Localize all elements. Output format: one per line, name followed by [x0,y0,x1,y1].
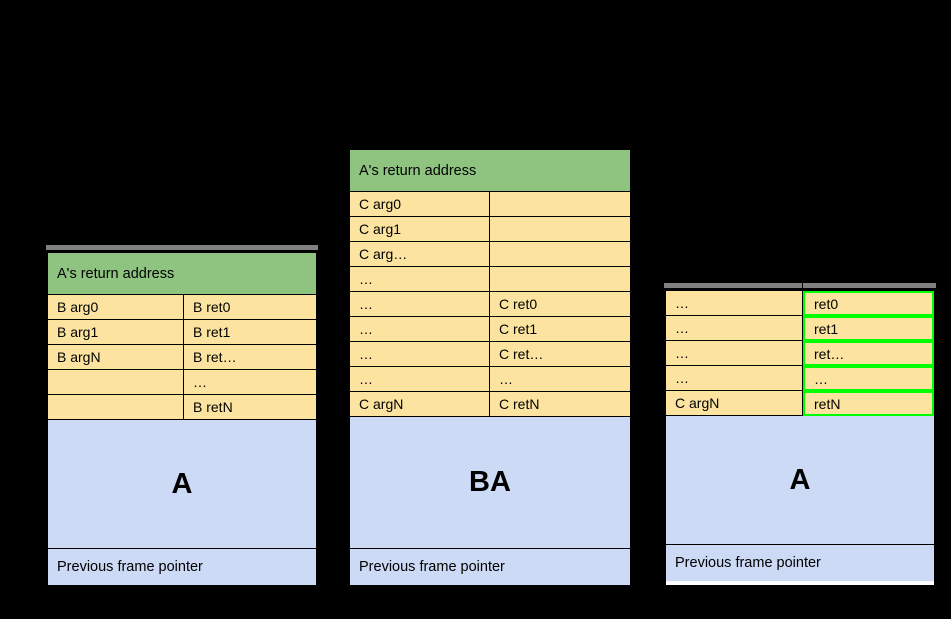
cell-arg: … [666,291,803,316]
cell-ret-highlighted: … [803,366,934,391]
cell-arg: … [350,292,490,317]
frame-a-returned-previous-frame-pointer: Previous frame pointer [666,545,934,581]
stack-frame-a-returned: … ret0 … ret1 … ret… … … C argN retN A P… [664,289,936,587]
table-row: B retN [48,395,316,420]
table-row: … [350,267,630,292]
cell-ret [490,267,630,292]
stack-frame-a: A's return address B arg0 B ret0 B arg1 … [46,251,318,587]
table-row: B arg1 B ret1 [48,320,316,345]
table-row: … C ret0 [350,292,630,317]
cell-arg: B argN [48,345,184,370]
cell-arg: … [666,366,803,391]
cell-ret: B retN [184,395,316,420]
table-row: … ret0 [666,291,934,316]
table-row: … … [666,366,934,391]
cell-arg [48,370,184,395]
cell-ret [490,242,630,267]
table-row: … ret… [666,341,934,366]
table-row: C argN retN [666,391,934,416]
cell-arg: … [350,342,490,367]
frame-ba-previous-frame-pointer: Previous frame pointer [350,549,630,585]
table-row: B argN B ret… [48,345,316,370]
cell-arg: … [666,316,803,341]
cell-arg: B arg0 [48,295,184,320]
cell-ret: … [184,370,316,395]
frame-a-rows: B arg0 B ret0 B arg1 B ret1 B argN B ret… [48,295,316,420]
cell-ret: B ret1 [184,320,316,345]
table-row: … [48,370,316,395]
cell-ret: B ret0 [184,295,316,320]
cell-ret: C retN [490,392,630,417]
frame-a-previous-frame-pointer: Previous frame pointer [48,549,316,585]
cell-ret: C ret1 [490,317,630,342]
cell-arg: C argN [350,392,490,417]
cell-ret [490,217,630,242]
frame-a-returned-rows: … ret0 … ret1 … ret… … … C argN retN [666,291,934,416]
table-row: C arg1 [350,217,630,242]
frame-a-body-label: A [48,420,316,549]
cell-arg [48,395,184,420]
table-row: C argN C retN [350,392,630,417]
table-row: B arg0 B ret0 [48,295,316,320]
cell-ret-highlighted: ret0 [803,291,934,316]
cell-arg: C argN [666,391,803,416]
cell-arg: … [666,341,803,366]
frame-a-returned-body-label: A [666,416,934,545]
cell-arg: … [350,317,490,342]
cell-ret-highlighted: ret1 [803,316,934,341]
cell-ret-highlighted: ret… [803,341,934,366]
table-row: … C ret… [350,342,630,367]
cell-arg: … [350,267,490,292]
cell-ret [490,192,630,217]
cell-ret: C ret0 [490,292,630,317]
cell-arg: … [350,367,490,392]
table-row: C arg… [350,242,630,267]
frame-a-return-address-header: A's return address [48,253,316,295]
cell-arg: C arg0 [350,192,490,217]
cell-ret: C ret… [490,342,630,367]
frame-ba-rows: C arg0 C arg1 C arg… … … C ret0 … C re [350,192,630,417]
frame-ba-body-label: BA [350,417,630,549]
cell-ret: B ret… [184,345,316,370]
table-row: C arg0 [350,192,630,217]
cell-arg: B arg1 [48,320,184,345]
stack-frame-ba: A's return address C arg0 C arg1 C arg… … [348,148,632,587]
table-row: … … [350,367,630,392]
cell-ret: … [490,367,630,392]
cell-ret-highlighted: retN [803,391,934,416]
table-row: … C ret1 [350,317,630,342]
frame-ba-return-address-header: A's return address [350,150,630,192]
table-row: … ret1 [666,316,934,341]
cell-arg: C arg1 [350,217,490,242]
cell-arg: C arg… [350,242,490,267]
